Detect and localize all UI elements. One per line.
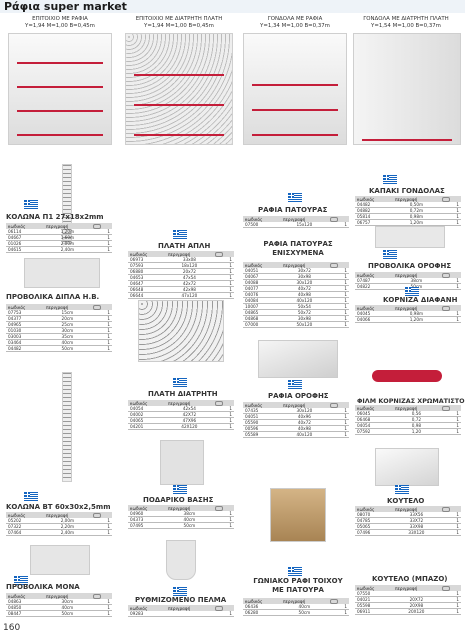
single-bracket-image [30,545,90,575]
product-title: ΠΡΟΒΟΛΙΚΑ ΜΟΝΑ [6,583,80,591]
product-title: ΚΟΡΝΙΖΑ ΔΙΑΦΑΝΗ [383,296,458,304]
base-foot-image [160,440,204,485]
recycle-icon [441,196,450,202]
product-title: ΡΑΦΙΑ ΠΑΤΟΥΡΑΣ ΕΝΙΣΧΥΜΕΝΑ [263,240,333,257]
product-title: ΚΑΠΑΚΙ ΓΟΝΔΟΛΑΣ [369,187,445,195]
product-title: ΡΥΘΜΙΖΟΜΕΝΟ ΠΕΛΜΑ [135,596,227,604]
greek-flag-icon [24,492,38,501]
product-title: ΠΡΟΒΟΛΙΚΑ ΟΡΟΦΗΣ [368,262,452,270]
gondola-shelves-photo [243,33,347,145]
red-film-roll-image [372,370,442,382]
greek-flag-icon [173,378,187,387]
product-title: ΠΡΟΒΟΛΙΚΑ ΔΙΠΛΑ Η.Β. [6,293,100,301]
recycle-icon [92,223,101,229]
recycle-icon [329,216,338,222]
greek-flag-icon [173,485,187,494]
recycle-icon [329,598,338,604]
product-title: ΡΑΦΙΑ ΟΡΟΦΗΣ [268,392,329,400]
recycle-icon [92,512,101,518]
product-title: ΠΛΑΤΗ ΔΙΑΤΡΗΤΗ [148,390,218,398]
greek-flag-icon [383,250,397,259]
ceiling-shelf-image [258,340,338,378]
product-title: ΡΑΦΙΑ ΠΑΤΟΥΡΑΣ [258,206,328,214]
recycle-icon [214,251,223,257]
recycle-icon [441,585,450,591]
recycle-icon [441,272,450,278]
greek-flag-icon [405,287,419,296]
column-bt-image [62,372,72,482]
recycle-icon [92,593,101,599]
wall-shelves-photo [8,33,112,145]
greek-flag-icon [173,587,187,596]
perforated-panel-image [138,300,224,362]
header-panel-image [375,448,439,486]
gondola-perforated-photo [353,33,461,145]
recycle-icon [441,405,450,411]
product-title: ΓΩΝΙΑΚΟ ΡΑΦΙ ΤΟΙΧΟΥ ΜΕ ΠΑΤΟΥΡΑ [253,577,343,594]
greek-flag-icon [288,380,302,389]
product-title: ΚΟΛΩΝΑ Π1 27x18x2mm [6,213,104,221]
page-title: Ράφια super market [4,0,127,13]
product-title: ΦΙΛΜ ΚΟΡΝΙΖΑΣ ΧΡΩΜΑΤΙΣΤΟ [357,397,465,405]
double-bracket-image [24,258,100,288]
page-number: 160 [3,623,21,633]
recycle-icon [329,262,338,268]
greek-flag-icon [288,193,302,202]
corner-shelf-image [270,488,326,542]
product-title: ΚΟΥΤΕΛΟ (ΜΠΑΖΟ) [372,575,448,583]
greek-flag-icon [14,576,28,585]
recycle-icon [214,505,223,511]
recycle-icon [214,400,223,406]
product-title: ΚΟΛΩΝΑ ΒΤ 60x30x2,5mm [6,503,111,511]
greek-flag-icon [24,200,38,209]
greek-flag-icon [383,175,397,184]
recycle-icon [329,402,338,408]
ceiling-bracket-image [375,226,445,248]
product-title: ΠΟΔΑΡΙΚΟ ΒΑΣΗΣ [143,496,214,504]
column-p1-image [62,164,72,244]
greek-flag-icon [288,567,302,576]
adjustable-foot-image [166,540,196,580]
recycle-icon [441,506,450,512]
page-banner [0,0,465,13]
recycle-icon [92,304,101,310]
product-title: ΠΛΑΤΗ ΑΠΛΗ [158,242,211,250]
wall-perforated-photo [125,33,233,145]
recycle-icon [214,605,223,611]
recycle-icon [441,305,450,311]
greek-flag-icon [173,230,187,239]
product-title: ΚΟΥΤΕΛΟ [387,497,425,505]
greek-flag-icon [395,485,409,494]
